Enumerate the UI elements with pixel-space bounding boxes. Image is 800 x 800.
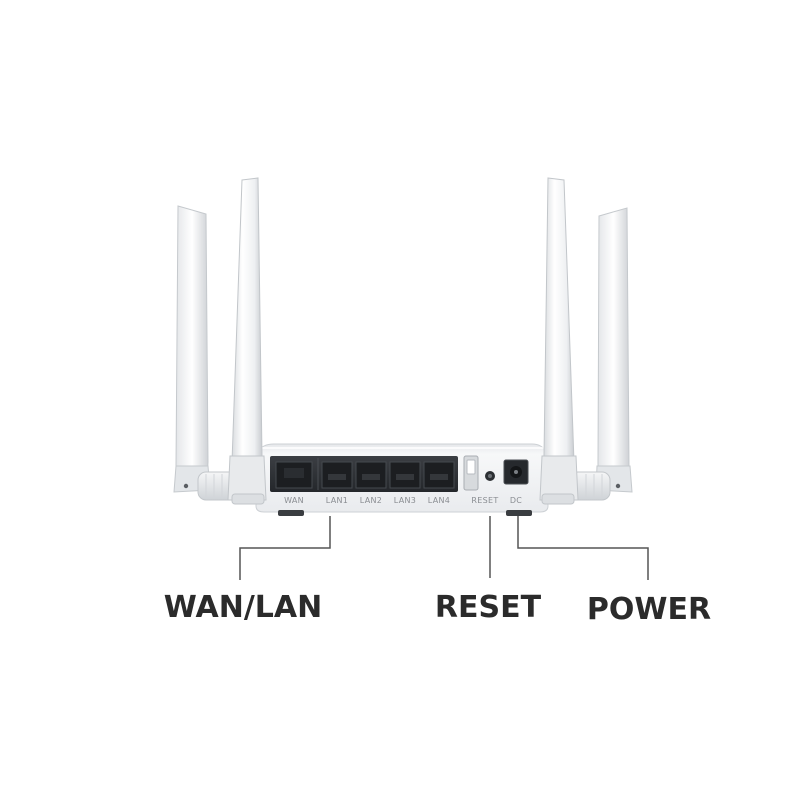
lan-port-2 xyxy=(355,461,387,489)
antenna-inner-left xyxy=(227,177,267,505)
callout-label-reset: RESET xyxy=(435,590,542,625)
port-label-lan2: LAN2 xyxy=(360,496,382,505)
callout-label-wan-lan: WAN/LAN xyxy=(164,590,322,625)
lan-port-3 xyxy=(389,461,421,489)
port-label-reset: RESET xyxy=(471,496,498,505)
callout-label-power: POWER xyxy=(587,592,711,627)
reset-button-hole xyxy=(485,471,495,481)
port-label-lan3: LAN3 xyxy=(394,496,416,505)
lan-port-4 xyxy=(423,461,455,489)
antenna-hinge-right xyxy=(569,471,611,501)
dc-power-jack xyxy=(503,459,529,485)
callout-line-power xyxy=(517,516,649,580)
lan-port-1 xyxy=(321,461,353,489)
wan-port xyxy=(275,461,313,489)
antenna-inner-right xyxy=(539,177,579,505)
power-switch xyxy=(463,455,479,491)
port-label-lan1: LAN1 xyxy=(326,496,348,505)
port-label-lan4: LAN4 xyxy=(428,496,450,505)
port-label-dc: DC xyxy=(510,496,522,505)
callout-line-wan-lan xyxy=(239,516,331,580)
port-panel xyxy=(270,456,458,492)
antenna-outer-right xyxy=(595,207,633,493)
antenna-outer-left xyxy=(173,205,211,493)
port-label-wan: WAN xyxy=(284,496,304,505)
